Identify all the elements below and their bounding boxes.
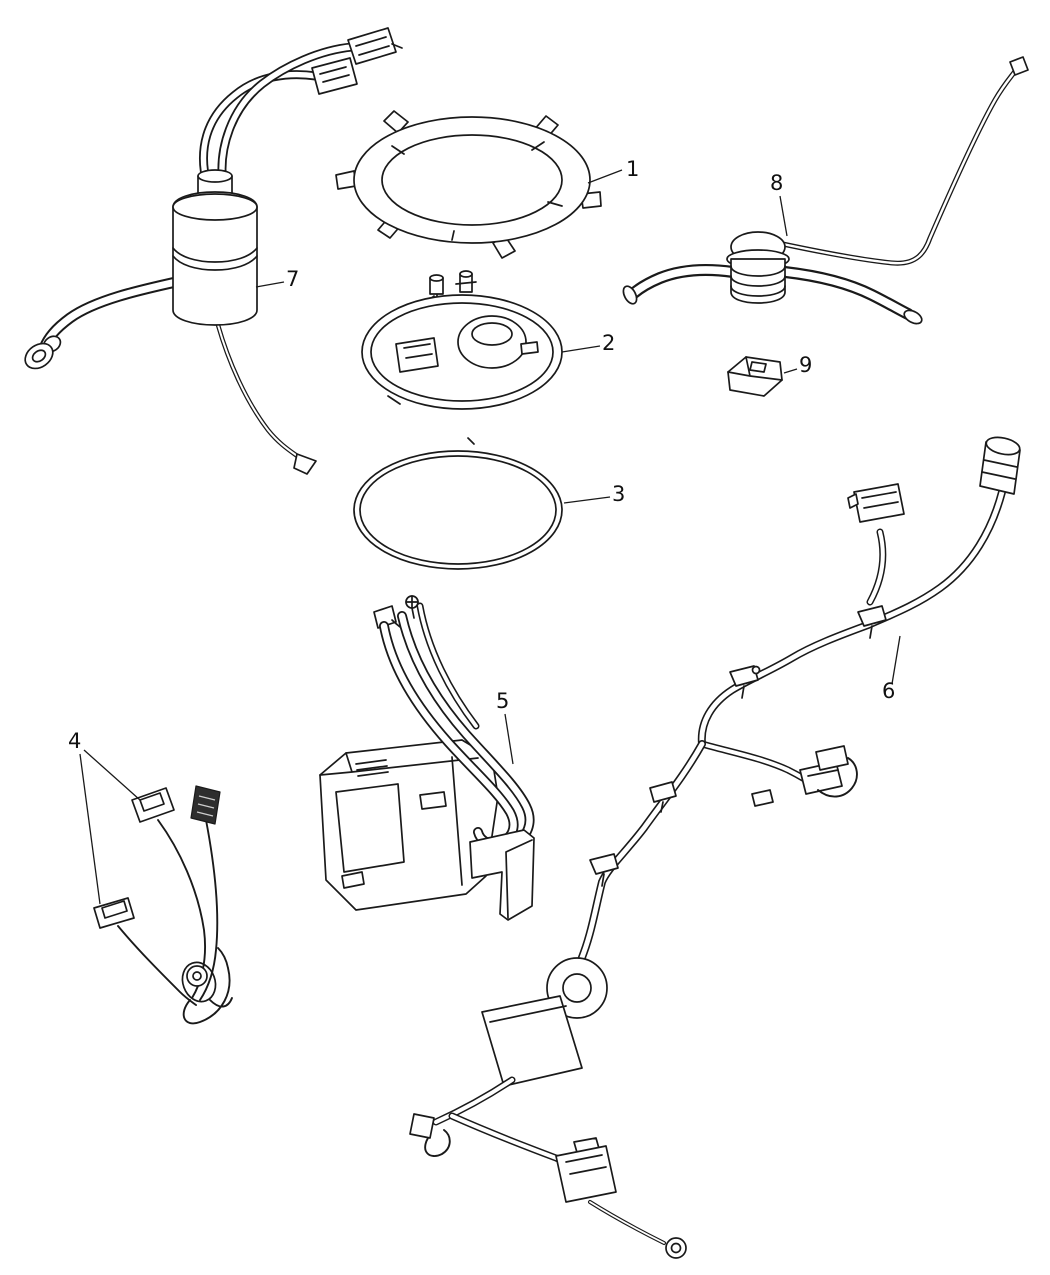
part-fuel-pump-assembly[interactable] (319, 595, 535, 921)
harness-clip (729, 665, 761, 699)
hose-open-end (622, 285, 638, 305)
part-fuel-filter[interactable] (20, 27, 403, 475)
callout-6[interactable]: 6 (882, 679, 895, 703)
sensor-connector (131, 787, 175, 823)
fuel-line-connector (311, 57, 358, 95)
filter-canister (172, 169, 258, 326)
part-lock-ring[interactable] (335, 110, 602, 259)
float-pivot (181, 961, 233, 1008)
callout-7[interactable]: 7 (286, 267, 299, 291)
ring-terminal (665, 1237, 687, 1259)
callout-4[interactable]: 4 (68, 729, 81, 753)
hose-open-end (903, 309, 923, 325)
pump-body (319, 739, 499, 911)
callout-5[interactable]: 5 (496, 689, 509, 713)
callout-1[interactable]: 1 (626, 157, 639, 181)
vent-line-end (1009, 56, 1029, 76)
valve-body (726, 231, 790, 304)
harness-bottom-connector (555, 1137, 617, 1203)
plate-electrical-connector (395, 337, 439, 373)
part-connector-cover[interactable] (727, 356, 783, 397)
harness-end-connector (409, 1113, 451, 1157)
lock-ring-tab (335, 170, 357, 190)
harness-clip (649, 781, 677, 813)
callout-2[interactable]: 2 (602, 331, 615, 355)
leader-lines (79, 169, 901, 905)
part-pump-module-plate[interactable] (361, 270, 563, 410)
plate-fittings (419, 270, 477, 309)
bracket (293, 453, 317, 475)
harness-clip (589, 853, 619, 887)
part-wiring-harness[interactable] (409, 435, 1021, 1259)
harness-side-connector (751, 745, 858, 807)
part-check-valve[interactable] (621, 56, 1029, 326)
callout-8[interactable]: 8 (770, 171, 783, 195)
part-level-sensor-wiring[interactable] (93, 785, 233, 1025)
harness-clip (857, 605, 887, 639)
sensor-connector (93, 897, 135, 929)
callout-3[interactable]: 3 (612, 482, 625, 506)
reservoir-dome (457, 315, 539, 369)
part-o-ring-seal[interactable] (353, 437, 563, 570)
callouts: 1 2 3 4 5 6 7 8 9 (68, 157, 895, 753)
callout-9[interactable]: 9 (799, 353, 812, 377)
pump-bracket (469, 829, 535, 921)
sensor-connector-dark (190, 785, 221, 825)
harness-branch-connector (847, 483, 905, 523)
harness-main-connector (979, 436, 1021, 495)
harness-grommet (546, 957, 608, 1019)
fuel-line-connector (347, 27, 403, 65)
